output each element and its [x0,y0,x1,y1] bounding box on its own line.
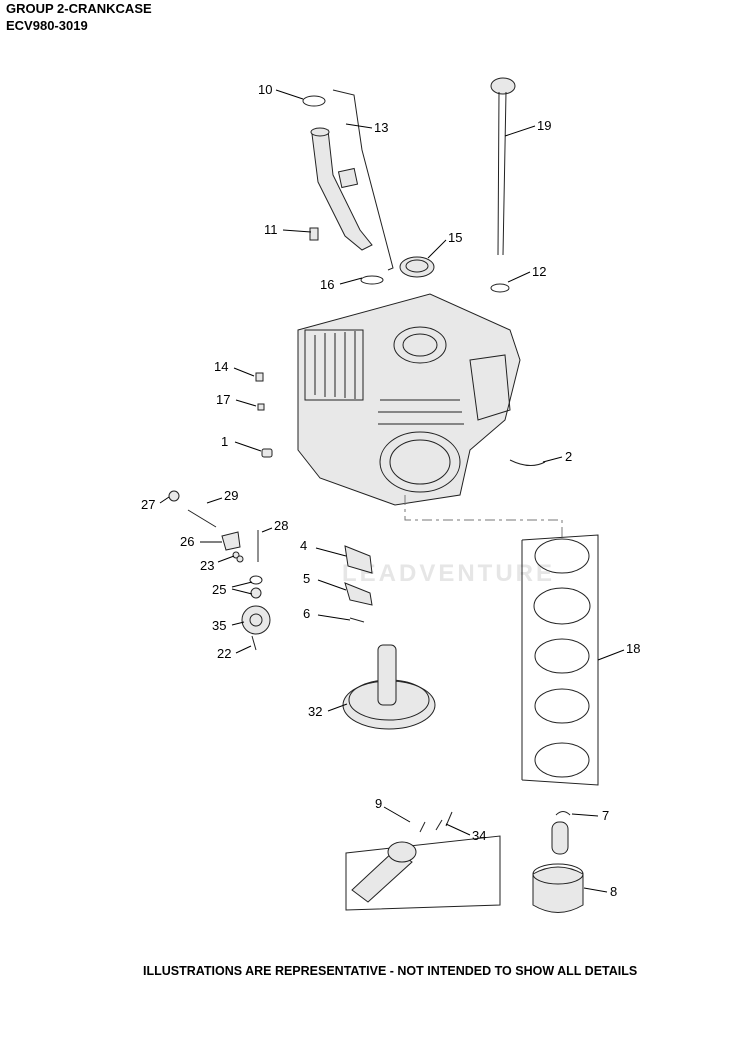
callout-9: 9 [375,796,411,823]
svg-text:15: 15 [448,230,462,245]
svg-text:28: 28 [274,518,288,533]
piston-ring-set-part [521,534,599,786]
model-number: ECV980-3019 [6,18,88,33]
callout-32: 32 [308,703,348,719]
svg-text:22: 22 [217,646,231,661]
watermark-text: LEADVENTURE [342,560,556,587]
callout-13: 13 [345,120,388,135]
svg-text:5: 5 [303,571,310,586]
oil-fill-tube-part [302,89,394,285]
svg-text:13: 13 [374,120,388,135]
svg-text:12: 12 [532,264,546,279]
small-hardware-parts [168,372,373,651]
callout-26: 26 [180,534,222,549]
svg-text:4: 4 [300,538,307,553]
callout-8: 8 [583,884,617,899]
svg-text:7: 7 [602,808,609,823]
piston-part [532,811,584,913]
callout-34: 34 [445,823,486,843]
svg-text:23: 23 [200,558,214,573]
callout-4: 4 [300,538,347,557]
svg-text:11: 11 [264,222,278,237]
dipstick-part [490,77,516,293]
svg-text:17: 17 [216,392,230,407]
callout-28: 28 [261,518,288,533]
svg-text:27: 27 [141,497,155,512]
svg-text:8: 8 [610,884,617,899]
svg-text:18: 18 [626,641,640,656]
callout-16: 16 [320,277,363,292]
svg-text:1: 1 [221,434,228,449]
camshaft-gear-part [342,644,436,730]
svg-text:32: 32 [308,704,322,719]
callout-5: 5 [303,571,347,591]
callout-7: 7 [571,808,609,823]
callout-10: 10 [258,82,304,100]
svg-text:9: 9 [375,796,382,811]
svg-text:25: 25 [212,582,226,597]
callout-23: 23 [200,555,235,573]
callout-2: 2 [542,449,572,464]
crankcase-block-part [297,293,546,506]
callout-6: 6 [303,606,351,621]
callout-19: 19 [504,118,551,137]
svg-text:2: 2 [565,449,572,464]
svg-text:16: 16 [320,277,334,292]
svg-text:26: 26 [180,534,194,549]
svg-text:10: 10 [258,82,272,97]
callout-29: 29 [206,488,238,504]
connecting-rod-part [345,811,501,911]
svg-text:6: 6 [303,606,310,621]
page-title: GROUP 2-CRANKCASE [6,1,152,16]
svg-text:29: 29 [224,488,238,503]
svg-text:14: 14 [214,359,228,374]
svg-text:35: 35 [212,618,226,633]
callout-18: 18 [597,641,640,661]
callout-12: 12 [507,264,546,283]
callout-35: 35 [212,618,245,633]
callout-11: 11 [264,222,312,237]
svg-text:19: 19 [537,118,551,133]
callout-25: 25 [212,581,253,597]
callout-22: 22 [217,645,252,661]
callout-27: 27 [141,496,170,512]
svg-text:34: 34 [472,828,486,843]
footer-disclaimer: ILLUSTRATIONS ARE REPRESENTATIVE - NOT I… [143,964,638,978]
seal-part [399,256,435,278]
callout-15: 15 [427,230,462,259]
callout-14: 14 [214,359,255,377]
callout-17: 17 [216,392,257,407]
callout-1: 1 [221,434,262,452]
